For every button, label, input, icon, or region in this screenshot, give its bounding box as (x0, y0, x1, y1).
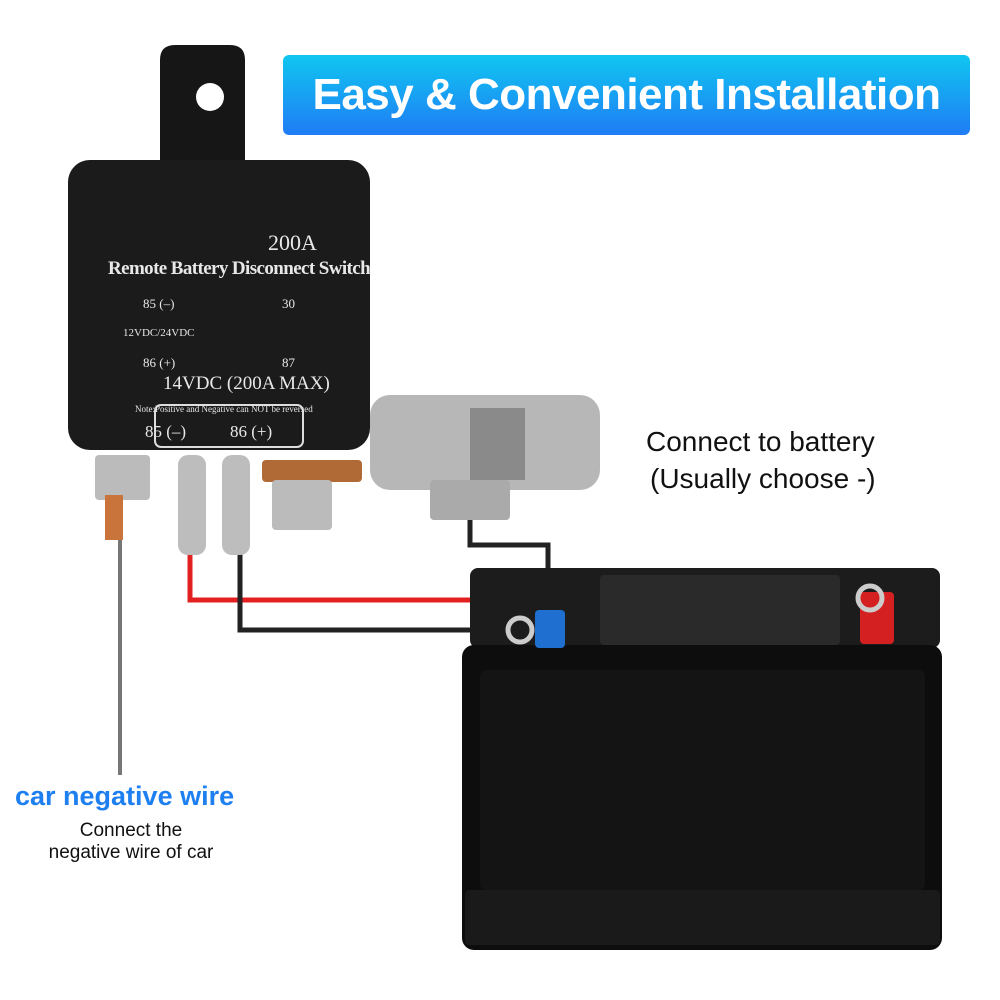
pin85-label: 85 (–) (143, 296, 175, 311)
banner-title: Easy & Convenient Installation (312, 70, 941, 119)
clamp-bolt (470, 408, 525, 480)
note-pin85: 85 (–) (145, 422, 187, 441)
pin87-label: 87 (282, 355, 295, 370)
pin30-label: 30 (282, 296, 295, 311)
car-wire-line2: negative wire of car (48, 842, 214, 863)
car-wire-line1: Connect the (79, 820, 183, 841)
terminal-85 (178, 455, 206, 555)
relay-note: Note:Positive and Negative can NOT be re… (135, 404, 313, 414)
pin86-label: 86 (+) (143, 355, 176, 370)
battery-callout-line1: Connect to battery (646, 426, 875, 457)
title-banner: Easy & Convenient Installation (283, 55, 970, 135)
switch-rating: 14VDC (200A MAX) (163, 373, 330, 394)
note-pin86: 86 (+) (230, 422, 273, 441)
ring-terminal (855, 583, 885, 613)
relay-name: Remote Battery Disconnect Switch (108, 258, 371, 279)
relay-switch (68, 45, 600, 555)
battery (462, 568, 942, 950)
battery-callout-line2: (Usually choose -) (650, 463, 876, 494)
relay-rating: 200A (268, 230, 317, 255)
positive-terminal (860, 592, 894, 644)
black-wire (237, 540, 520, 633)
voltage-label: 12VDC/24VDC (123, 327, 195, 339)
car-wire-title: car negative wire (15, 781, 235, 811)
ring-terminal (505, 615, 535, 645)
bolt-nut (95, 455, 150, 500)
negative-terminal (535, 610, 565, 648)
terminal-86 (222, 455, 250, 555)
note-box (154, 404, 304, 448)
copper-stud (105, 495, 123, 540)
